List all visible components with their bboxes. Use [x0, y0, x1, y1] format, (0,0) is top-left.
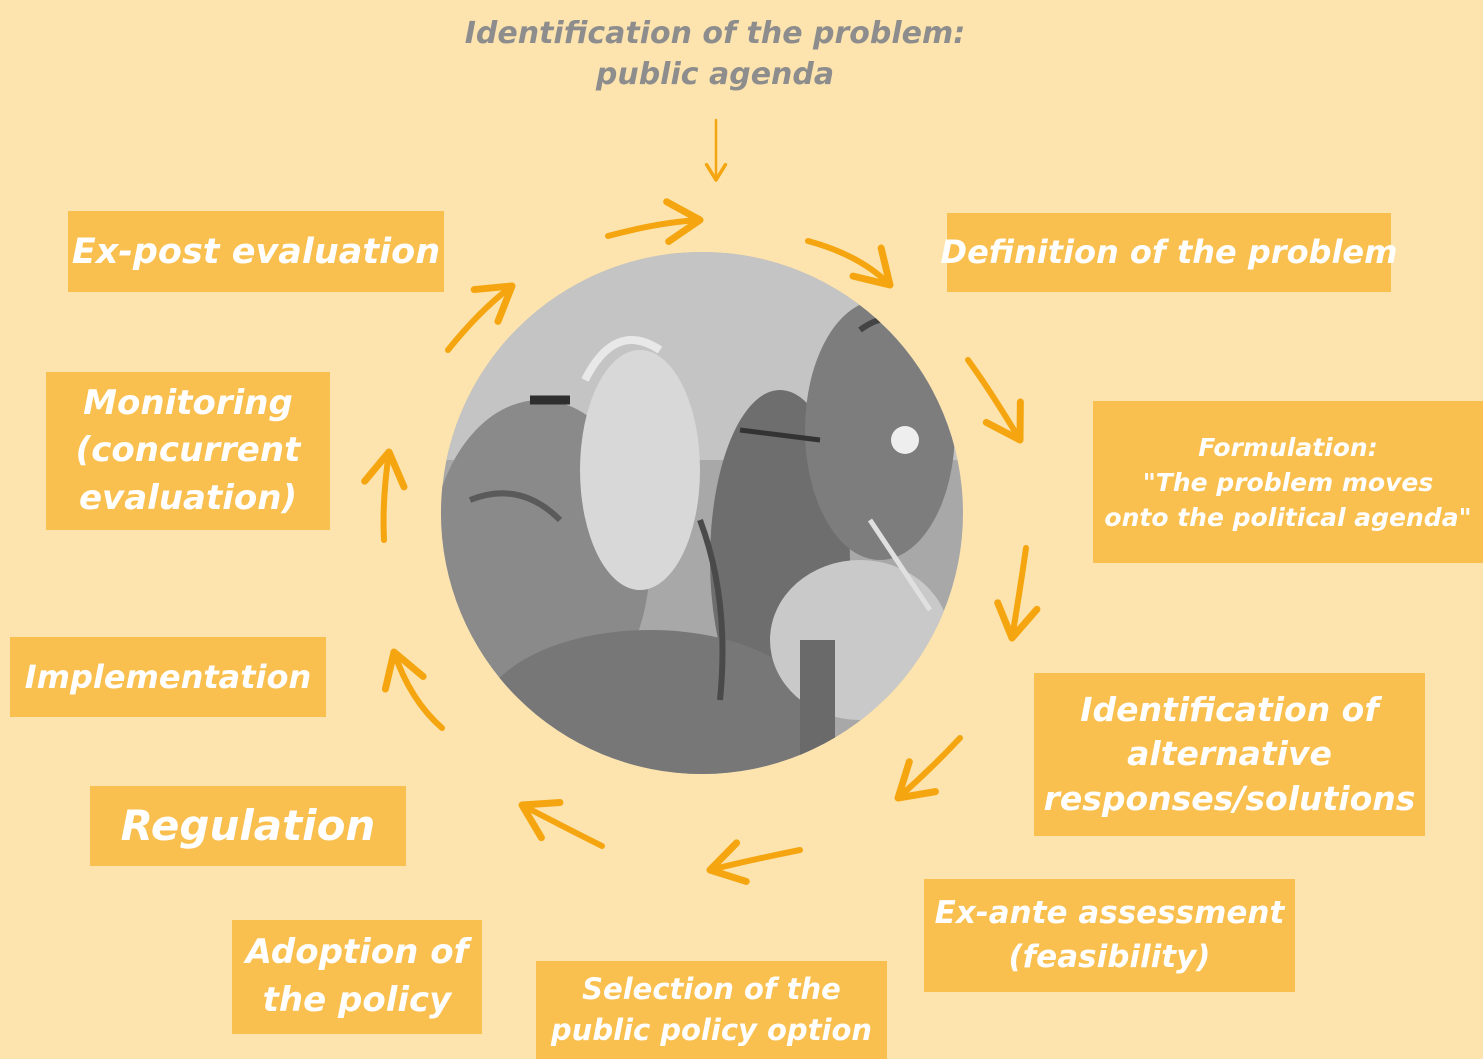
cycle-arrow-1-head: [663, 198, 704, 245]
cycle-arrow-6: [707, 847, 803, 873]
step-implementation-box: Implementation: [10, 637, 326, 717]
step-monitoring-line: (concurrent: [75, 430, 301, 471]
step-expost-box: Ex-post evaluation: [68, 211, 444, 292]
cycle-arrow-2: [805, 238, 893, 288]
step-adoption-line: the policy: [262, 980, 452, 1020]
step-selection-line: Selection of the: [582, 972, 841, 1007]
step-formulation-line: "The problem moves: [1142, 467, 1434, 497]
cycle-arrow-9-head: [361, 448, 408, 491]
cycle-arrow-8-head: [381, 648, 427, 693]
step-expost-line: Ex-post evaluation: [71, 231, 441, 272]
step-adoption-line: Adoption of: [245, 932, 469, 973]
cycle-arrow-4: [1009, 545, 1029, 641]
step-exante-box: Ex-ante assessment (feasibility): [924, 879, 1295, 992]
cycle-arrow-10: [445, 283, 515, 353]
cycle-arrow-8: [391, 649, 445, 731]
step-exante-line: Ex-ante assessment: [934, 895, 1285, 932]
step-monitoring-box: Monitoring (concurrent evaluation): [46, 372, 330, 530]
step-definition-line: Definition of the problem: [940, 233, 1398, 272]
step-alternatives-line: alternative: [1127, 734, 1332, 774]
cycle-arrow-9: [380, 449, 392, 543]
step-formulation-line: Formulation:: [1198, 432, 1378, 462]
step-regulation-line: Regulation: [120, 800, 376, 850]
step-regulation-box: Regulation: [90, 786, 406, 866]
cycle-arrow-6-head: [706, 839, 750, 885]
step-formulation-line: onto the political agenda": [1104, 502, 1472, 532]
step-alternatives-box: Identification of alternative responses/…: [1034, 673, 1425, 836]
cycle-arrow-10-head: [470, 282, 516, 325]
step-implementation-line: Implementation: [24, 657, 312, 696]
step-exante-line: (feasibility): [1008, 938, 1211, 975]
cycle-arrow-1: [605, 217, 703, 239]
cycle-arrow-4-head: [994, 599, 1041, 642]
cycle-arrow-2-head: [849, 244, 894, 289]
cycle-arrow-7-head: [518, 799, 564, 842]
step-formulation-box: Formulation: "The problem moves onto the…: [1093, 401, 1483, 563]
agenda-heading-line2: public agenda: [595, 56, 835, 92]
agenda-heading-line1: Identification of the problem:: [464, 16, 966, 51]
agenda-heading: Identification of the problem: public ag…: [420, 14, 1010, 95]
step-selection-line: public policy option: [550, 1013, 873, 1047]
step-monitoring-line: evaluation): [79, 477, 297, 518]
step-alternatives-line: Identification of: [1080, 689, 1379, 729]
cycle-arrow-3: [965, 357, 1023, 443]
step-monitoring-line: Monitoring: [83, 382, 293, 423]
step-definition-box: Definition of the problem: [941, 213, 1397, 292]
step-adoption-box: Adoption of the policy: [232, 920, 482, 1034]
step-selection-box: Selection of the public policy option: [536, 961, 887, 1059]
cycle-arrow-3-head: [982, 398, 1024, 444]
cycle-arrow-5: [895, 735, 963, 801]
cycle-arrow-7: [519, 802, 605, 849]
agenda-arrow-head: [704, 162, 728, 182]
cycle-arrow-5-head: [894, 758, 939, 802]
step-alternatives-line: responses/solutions: [1043, 778, 1416, 818]
